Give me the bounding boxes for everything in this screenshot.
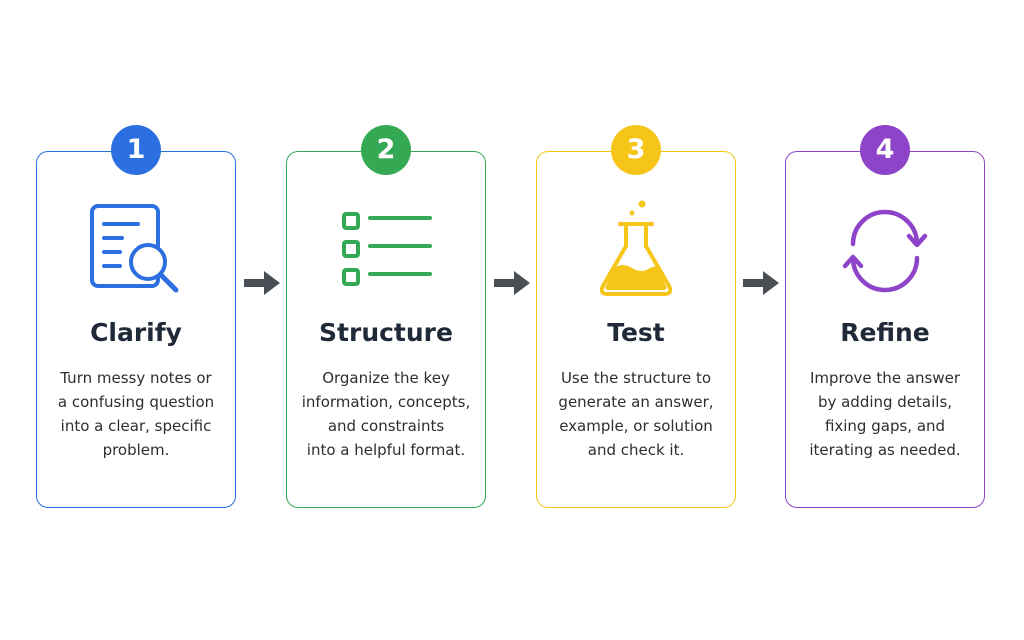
refresh-cycle-icon — [835, 200, 935, 300]
step-title: Clarify — [90, 318, 182, 347]
step-card-refine: Refine Improve the answer by adding deta… — [785, 151, 985, 508]
step-title: Structure — [319, 318, 453, 347]
step-card-clarify: Clarify Turn messy notes or a confusing … — [36, 151, 236, 508]
step-description: Use the structure to generate an answer,… — [558, 369, 714, 459]
arrow-right-icon — [492, 268, 532, 298]
document-search-icon — [86, 200, 186, 300]
step-title: Test — [607, 318, 665, 347]
step-number-badge-4: 4 — [860, 125, 910, 175]
step-card-test: Test Use the structure to generate an an… — [536, 151, 736, 508]
step-number-badge-1: 1 — [111, 125, 161, 175]
flask-icon — [586, 200, 686, 300]
step-number-badge-2: 2 — [361, 125, 411, 175]
step-number-badge-3: 3 — [611, 125, 661, 175]
arrow-right-icon — [741, 268, 781, 298]
step-title: Refine — [840, 318, 930, 347]
step-card-structure: Structure Organize the key information, … — [286, 151, 486, 508]
arrow-right-icon — [242, 268, 282, 298]
step-description: Turn messy notes or a confusing question… — [57, 369, 215, 459]
step-description: Organize the key information, concepts, … — [301, 369, 471, 459]
checklist-icon — [336, 200, 436, 300]
step-description: Improve the answer by adding details, fi… — [809, 369, 961, 459]
